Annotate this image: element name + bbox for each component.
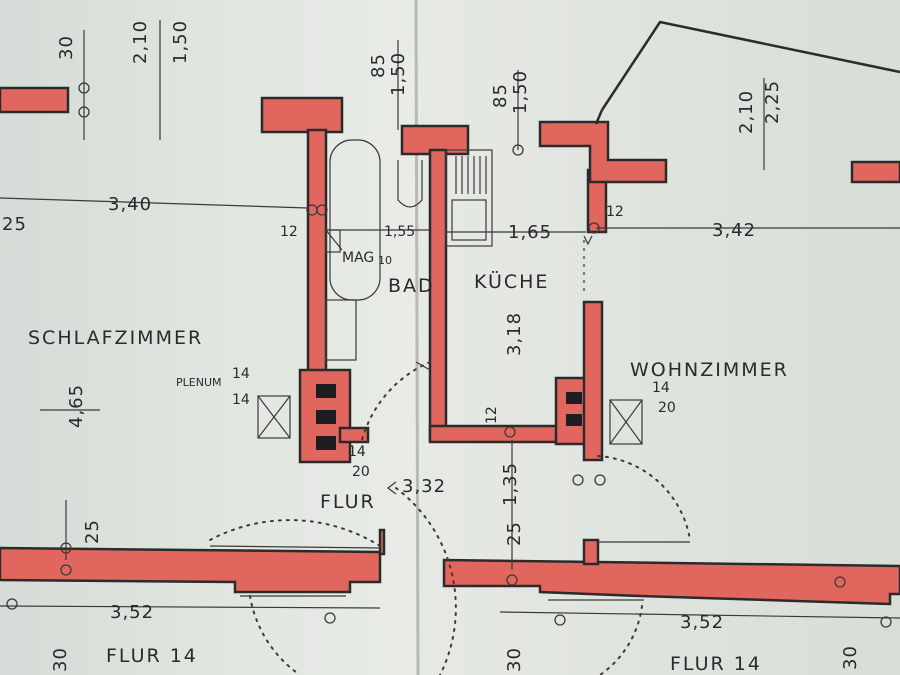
dim-top-bad-150: 1,50 — [388, 52, 409, 96]
dim-left-25: 25 — [2, 214, 27, 235]
label-flur-center: FLUR — [320, 491, 376, 513]
door-leaf-schlaf — [209, 545, 381, 549]
door-arc-wohn — [597, 455, 691, 541]
dim-top-bad-85: 85 — [368, 53, 389, 78]
dim-wohn-width: 3,42 — [712, 220, 756, 241]
dim-bottom-30-right: 30 — [840, 645, 861, 670]
dim-flur-25-left: 25 — [82, 519, 103, 544]
toilet — [397, 160, 423, 208]
wall-corridor-right-jamb — [582, 538, 600, 566]
wall-top-living — [538, 120, 668, 184]
wall-corridor-left — [0, 546, 382, 594]
wall-top-bath — [260, 96, 344, 134]
dim-kueche-depth: 3,18 — [504, 312, 525, 356]
label-mag: MAG — [342, 250, 374, 266]
dim-wall-12-left: 12 — [280, 224, 298, 240]
dim-top-kueche-150: 1,50 — [510, 70, 531, 114]
door-leaf-kueche — [415, 361, 431, 371]
label-kueche: KÜCHE — [474, 270, 549, 293]
dim-bad-155: 1,55 — [384, 224, 415, 240]
paper-fold — [414, 0, 420, 675]
dim-bottom-30-left: 30 — [50, 647, 71, 672]
wall-corridor-left-jamb — [378, 528, 386, 556]
dimension-lines — [0, 20, 900, 619]
wall-corridor-right — [442, 558, 900, 606]
roof-outline — [600, 20, 900, 111]
walls — [0, 86, 900, 606]
dim-bottom-right-352: 3,52 — [680, 612, 724, 633]
dim-schlaf-width: 3,40 — [108, 194, 152, 215]
dim-top-left-210: 2,10 — [130, 20, 151, 64]
arrow-wohn-door — [583, 235, 593, 246]
bath-mag-box — [325, 229, 343, 251]
wall-top-left — [0, 86, 70, 114]
door-swings — [209, 240, 691, 675]
heater-boxes — [257, 395, 643, 445]
dim-line-bottom-left — [0, 605, 381, 609]
door-arc-schlaf — [209, 519, 381, 547]
dim-kueche-bottom-12: 12 — [484, 406, 500, 424]
dim-flur-135: 1,35 — [500, 462, 521, 506]
label-flur-left: FLUR 14 — [106, 645, 198, 667]
roof-corner — [594, 109, 604, 125]
kitchen-counter — [445, 149, 493, 247]
dim-chimney-right-14: 14 — [652, 380, 670, 396]
kitchen-sink — [451, 199, 487, 241]
label-plenum-14b: 14 — [232, 392, 250, 408]
label-flur-right: FLUR 14 — [670, 653, 762, 675]
dim-top-left-30: 30 — [56, 35, 77, 60]
label-mag-sub: 10 — [378, 254, 392, 267]
room-labels: SCHLAFZIMMER BAD KÜCHE WOHNZIMMER FLUR F… — [28, 270, 789, 675]
dim-kueche-165: 1,65 — [508, 222, 552, 243]
bath-sink — [325, 299, 357, 361]
fixture-labels: MAG 10 PLENUM 14 14 — [176, 250, 392, 408]
dim-wall-12-right: 12 — [606, 204, 624, 220]
door-arc-flur — [395, 487, 457, 675]
kitchen-drainer — [455, 156, 487, 194]
dim-flur-332: 3,32 — [402, 476, 446, 497]
door-arc-bottom-left — [249, 595, 301, 675]
dim-chimney-left-14: 14 — [348, 444, 366, 460]
dim-top-right-225: 2,25 — [762, 80, 783, 124]
dim-line-schlaf — [0, 197, 309, 209]
dimension-labels: 30 2,10 1,50 85 1,50 85 1,50 2,10 2,25 2… — [2, 20, 861, 672]
dim-bottom-left-352: 3,52 — [110, 602, 154, 623]
dim-chimney-right-20: 20 — [658, 400, 676, 416]
chimney-flues — [316, 384, 582, 450]
dim-top-kueche-85: 85 — [490, 83, 511, 108]
dim-flur-25-center: 25 — [504, 521, 525, 546]
dim-top-right-210: 2,10 — [736, 90, 757, 134]
dimension-markers — [6, 82, 892, 628]
label-plenum-14a: 14 — [232, 366, 250, 382]
label-bad: BAD — [388, 275, 435, 297]
dim-top-left-150: 1,50 — [170, 20, 191, 64]
door-arc-bottom-right — [599, 605, 643, 675]
label-schlafzimmer: SCHLAFZIMMER — [28, 327, 203, 349]
dim-schlaf-depth: 4,65 — [66, 384, 87, 428]
wall-chimney-left-stub — [338, 426, 370, 444]
label-wohnzimmer: WOHNZIMMER — [630, 359, 789, 381]
door-arc-kueche — [361, 361, 431, 441]
arrow-marks — [387, 235, 593, 495]
dim-bottom-30-mid: 30 — [504, 647, 525, 672]
wall-top-right — [850, 160, 900, 184]
arrow-flur — [387, 481, 397, 495]
label-plenum: PLENUM — [176, 376, 221, 389]
wall-partition-living — [582, 300, 604, 462]
dim-line-bottom-right — [499, 611, 900, 619]
bath-mag-frame — [325, 229, 341, 253]
dim-chimney-left-20: 20 — [352, 464, 370, 480]
